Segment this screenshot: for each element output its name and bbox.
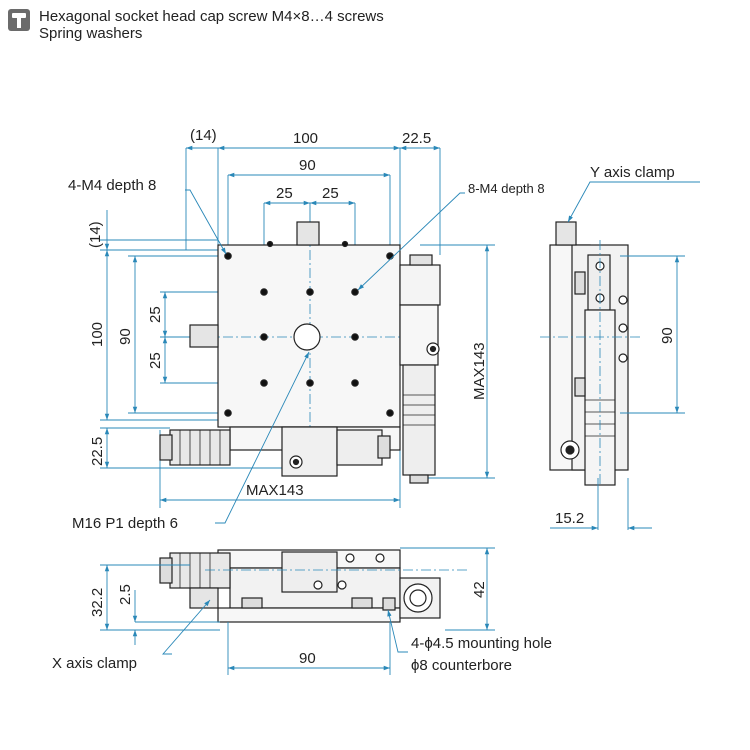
front-view bbox=[100, 547, 495, 675]
callout-8-m4: 8-M4 depth 8 bbox=[468, 181, 545, 196]
dim-90-top: 90 bbox=[299, 157, 316, 174]
top-view bbox=[100, 145, 495, 508]
dim-25-b: 25 bbox=[322, 185, 339, 202]
note-line-2: Spring washers bbox=[39, 25, 143, 42]
dim-42: 42 bbox=[471, 581, 488, 598]
dim-14-left: (14) bbox=[87, 221, 104, 248]
dim-25-a: 25 bbox=[276, 185, 293, 202]
dim-25-left-b: 25 bbox=[147, 352, 164, 369]
callout-4-m4: 4-M4 depth 8 bbox=[68, 177, 156, 194]
dim-90-right: 90 bbox=[659, 327, 676, 344]
note-text: Hexagonal socket head cap screw M4×8…4 s… bbox=[39, 8, 384, 42]
side-view bbox=[540, 181, 700, 531]
dim-90-bottom: 90 bbox=[299, 650, 316, 667]
dim-2-5: 2.5 bbox=[117, 584, 134, 605]
callout-m16: M16 P1 depth 6 bbox=[72, 515, 178, 532]
dim-100-left: 100 bbox=[89, 322, 106, 347]
dim-22-5-top: 22.5 bbox=[402, 130, 431, 147]
dim-22-5-left: 22.5 bbox=[89, 437, 106, 466]
dimension-labels: (14) 100 22.5 90 25 25 (14) 100 90 25 25… bbox=[87, 127, 676, 667]
dim-32-2: 32.2 bbox=[89, 588, 106, 617]
dim-14-top: (14) bbox=[190, 127, 217, 144]
callout-x-clamp: X axis clamp bbox=[52, 655, 137, 672]
dim-max143-v: MAX143 bbox=[471, 342, 488, 400]
callout-counterbore: ϕ8 counterbore bbox=[411, 657, 512, 674]
dim-25-left-a: 25 bbox=[147, 306, 164, 323]
callout-y-clamp: Y axis clamp bbox=[590, 164, 675, 181]
screw-icon bbox=[8, 9, 30, 31]
dim-100-top: 100 bbox=[293, 130, 318, 147]
legend-note: Hexagonal socket head cap screw M4×8…4 s… bbox=[8, 8, 384, 42]
dim-90-left: 90 bbox=[117, 328, 134, 345]
dim-15-2: 15.2 bbox=[555, 510, 584, 527]
callout-mounting-hole: 4-ϕ4.5 mounting hole bbox=[411, 635, 552, 652]
callout-labels: 4-M4 depth 8 8-M4 depth 8 Y axis clamp M… bbox=[52, 164, 675, 674]
note-line-1: Hexagonal socket head cap screw M4×8…4 s… bbox=[39, 8, 384, 25]
dim-max143-h: MAX143 bbox=[246, 482, 304, 499]
